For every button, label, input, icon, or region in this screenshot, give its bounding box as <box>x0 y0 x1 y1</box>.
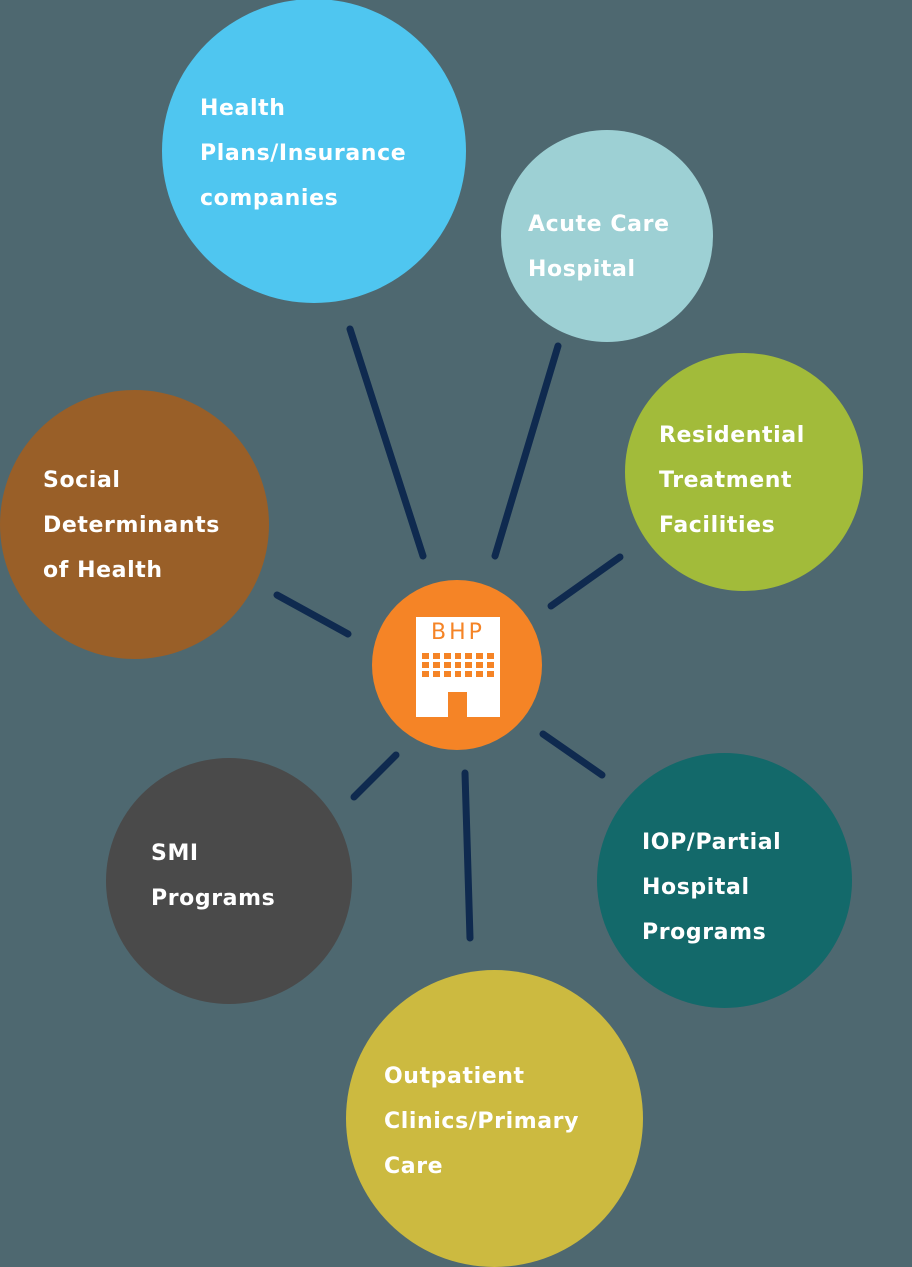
label-outpatient: Outpatient Clinics/Primary Care <box>384 1054 579 1189</box>
node-social-determinants <box>0 390 269 659</box>
label-acute-care: Acute Care Hospital <box>528 202 670 292</box>
hub-bhp: BHP <box>372 580 542 750</box>
connector-social-determinants <box>273 591 352 638</box>
label-social-determinants: Social Determinants of Health <box>43 458 220 593</box>
connector-iop <box>539 730 606 779</box>
label-line: Care <box>384 1154 444 1179</box>
label-line: IOP/Partial <box>642 830 782 855</box>
building-door <box>448 692 467 717</box>
building-windows <box>422 653 494 677</box>
label-line: Clinics/Primary <box>384 1109 580 1134</box>
label-line: Acute Care <box>528 212 670 237</box>
connector-acute-care <box>491 342 562 560</box>
node-iop <box>597 753 852 1008</box>
label-line: Treatment <box>659 468 793 493</box>
label-line: Plans/Insurance <box>200 141 407 166</box>
hospital-building-icon: BHP <box>416 617 500 717</box>
label-line: of Health <box>43 558 163 583</box>
label-line: Outpatient <box>384 1064 525 1089</box>
label-line: Residential <box>659 423 805 448</box>
label-line: Programs <box>151 886 276 911</box>
label-smi: SMI Programs <box>151 831 275 921</box>
label-line: Hospital <box>528 257 636 282</box>
node-health-plans <box>162 0 466 303</box>
label-line: Social <box>43 468 121 493</box>
node-smi <box>106 758 352 1004</box>
label-residential: Residential Treatment Facilities <box>659 413 805 548</box>
node-residential <box>625 353 863 591</box>
label-health-plans: Health Plans/Insurance companies <box>200 86 406 221</box>
label-line: Programs <box>642 920 767 945</box>
label-line: Hospital <box>642 875 750 900</box>
connector-health-plans <box>346 325 427 560</box>
hub-label: BHP <box>431 620 485 645</box>
label-iop: IOP/Partial Hospital Programs <box>642 820 781 955</box>
connector-outpatient <box>461 769 474 942</box>
label-line: Facilities <box>659 513 776 538</box>
node-acute-care <box>501 130 713 342</box>
connector-residential <box>547 553 624 610</box>
label-line: Health <box>200 96 286 121</box>
label-line: SMI <box>151 841 199 866</box>
connector-smi <box>350 751 400 801</box>
node-outpatient <box>346 970 643 1267</box>
label-line: companies <box>200 186 339 211</box>
label-line: Determinants <box>43 513 220 538</box>
